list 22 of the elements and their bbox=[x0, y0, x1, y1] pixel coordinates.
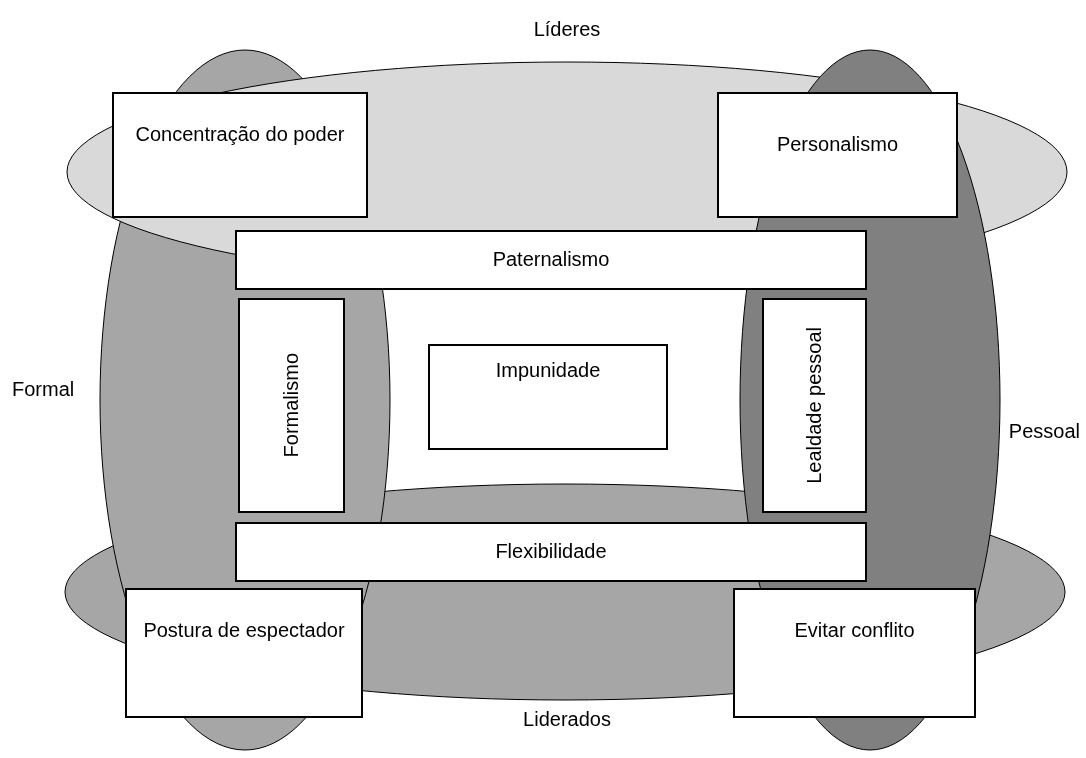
concept-label: Paternalismo bbox=[492, 247, 610, 272]
concept-box bbox=[762, 298, 867, 513]
concept-box bbox=[235, 230, 867, 290]
axis-label: Formal bbox=[12, 378, 75, 401]
concept-label: Concentração do poder bbox=[135, 122, 345, 147]
concept-label: Formalismo bbox=[279, 353, 303, 458]
axis-label: Pessoal bbox=[1008, 420, 1080, 443]
concept-label: Personalismo bbox=[776, 132, 899, 157]
concept-label: Postura de espectador bbox=[143, 618, 345, 643]
concept-box bbox=[733, 588, 976, 718]
concept-box bbox=[112, 92, 368, 218]
axis-label: Liderados bbox=[523, 708, 611, 731]
axis-label: Líderes bbox=[533, 18, 601, 41]
concept-box bbox=[235, 522, 867, 582]
concept-box bbox=[238, 298, 345, 513]
concept-box bbox=[717, 92, 958, 218]
concept-label: Flexibilidade bbox=[495, 539, 607, 564]
concept-box bbox=[428, 344, 668, 450]
concept-label: Evitar conflito bbox=[794, 618, 915, 643]
concept-box bbox=[125, 588, 363, 718]
concept-label: Impunidade bbox=[495, 358, 601, 383]
concept-label: Lealdade pessoal bbox=[802, 327, 826, 484]
